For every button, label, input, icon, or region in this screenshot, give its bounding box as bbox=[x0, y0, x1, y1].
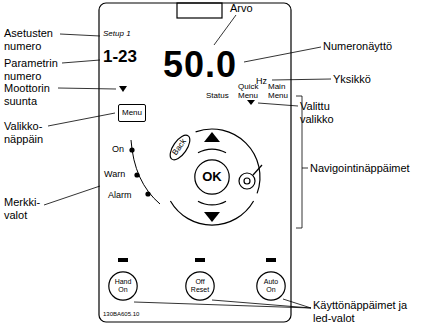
display-text: Setup 1 bbox=[103, 29, 131, 38]
leader-line bbox=[258, 103, 298, 106]
leader-line bbox=[283, 299, 311, 308]
callout-label: Numeronäyttö bbox=[323, 40, 392, 53]
indicator-leds bbox=[145, 191, 150, 196]
callout-label: Valittu valikko bbox=[300, 100, 355, 125]
hand-on-key: Hand On bbox=[108, 271, 138, 301]
callout-label: Parametrin numero bbox=[4, 57, 66, 82]
led-label: Alarm bbox=[108, 190, 132, 200]
leader-line bbox=[272, 79, 331, 80]
label-box: Valittu valikko bbox=[300, 100, 355, 125]
label-box: Main Menu bbox=[268, 82, 290, 100]
display-text: Status bbox=[206, 91, 229, 100]
led-label: Warn bbox=[104, 169, 125, 179]
label-box: Asetusten numero bbox=[4, 27, 64, 52]
led-label: On bbox=[112, 144, 124, 154]
key-led bbox=[195, 258, 205, 262]
label-box: Alarm bbox=[108, 190, 132, 200]
navigation-keys bbox=[196, 129, 260, 193]
key-led bbox=[118, 258, 276, 262]
leader-line bbox=[212, 300, 311, 308]
leader-line bbox=[58, 88, 116, 89]
key-outline bbox=[186, 272, 214, 300]
off-reset-key: Off Reset bbox=[185, 271, 215, 301]
indicator-leds bbox=[129, 140, 160, 204]
drawing-code: 130BA605.10 bbox=[103, 311, 139, 318]
key-led bbox=[118, 258, 128, 262]
indicator-leds bbox=[131, 140, 160, 204]
callout-label: Moottorin suunta bbox=[4, 82, 64, 107]
leader-line bbox=[48, 113, 115, 126]
key-outline bbox=[109, 272, 137, 300]
callout-label: Merkki- valot bbox=[4, 196, 48, 221]
label-box: On bbox=[112, 144, 124, 154]
label-box: Moottorin suunta bbox=[4, 82, 64, 107]
key-led bbox=[266, 258, 276, 262]
indicator-triangle bbox=[119, 86, 127, 92]
label-box: Status bbox=[206, 91, 229, 100]
label-box: Arvo bbox=[230, 2, 253, 15]
navigation-keys bbox=[244, 178, 250, 184]
label-box: 130BA605.10 bbox=[103, 311, 139, 318]
panel-housing bbox=[99, 3, 291, 322]
callout-label: Navigointinäppäimet bbox=[310, 162, 410, 175]
indicator-triangle bbox=[247, 100, 255, 105]
leader-line bbox=[44, 15, 331, 308]
arrow-key bbox=[204, 132, 220, 142]
panel-housing bbox=[99, 3, 291, 322]
label-box: Warn bbox=[104, 169, 125, 179]
indicator-leds bbox=[134, 172, 139, 177]
label-box: Parametrin numero bbox=[4, 57, 66, 82]
label-box: Valikko- näppäin bbox=[4, 120, 54, 145]
navigation-keys bbox=[198, 201, 226, 205]
callout-label: Valikko- näppäin bbox=[4, 120, 54, 145]
label-box: 1-23 bbox=[103, 47, 137, 67]
auto-on-key: Auto On bbox=[256, 271, 286, 301]
navigation-keys bbox=[253, 165, 262, 175]
label-box: Käyttönäppäimet ja led-valot bbox=[313, 299, 413, 324]
display-text: 1-23 bbox=[103, 47, 137, 67]
callout-label: Arvo bbox=[230, 2, 253, 15]
callout-label: Yksikkö bbox=[333, 73, 371, 86]
leader-line bbox=[134, 302, 311, 308]
ok-key: OK bbox=[194, 159, 230, 195]
arrow-key bbox=[204, 212, 220, 222]
navigation-keys bbox=[198, 149, 226, 153]
callout-label: Asetusten numero bbox=[4, 27, 64, 52]
callout-label: Käyttönäppäimet ja led-valot bbox=[313, 299, 413, 324]
panel-housing bbox=[177, 3, 222, 18]
label-box: Numeronäyttö bbox=[323, 40, 392, 53]
display-text: Quick Menu bbox=[238, 82, 264, 100]
label-box: Yksikkö bbox=[333, 73, 371, 86]
label-box: Navigointinäppäimet bbox=[310, 162, 410, 175]
leader-line bbox=[44, 186, 100, 205]
key-label: Auto On bbox=[260, 278, 282, 293]
leader-line bbox=[244, 47, 321, 62]
label-box: Setup 1 bbox=[103, 29, 131, 38]
display-text: 50.0 bbox=[163, 44, 237, 85]
indicator-triangle bbox=[119, 86, 255, 105]
label-box: Quick Menu bbox=[238, 82, 264, 100]
navigation-keys bbox=[170, 201, 253, 225]
key-label: Menu bbox=[122, 109, 142, 118]
key-label: Off Reset bbox=[189, 278, 211, 293]
label-box: 50.0 bbox=[163, 44, 237, 85]
key-label: Hand On bbox=[112, 278, 134, 293]
menu-key: Menu bbox=[118, 104, 146, 122]
leader-line bbox=[62, 60, 100, 63]
label-box: Merkki- valot bbox=[4, 196, 48, 221]
key-outline bbox=[166, 132, 193, 163]
display-text: Main Menu bbox=[268, 82, 290, 100]
navigation-keys bbox=[170, 129, 262, 225]
navigation-keys bbox=[239, 173, 255, 189]
key-outline bbox=[195, 160, 229, 194]
leader-line bbox=[214, 15, 236, 45]
leader-line bbox=[60, 34, 100, 36]
indicator-leds bbox=[129, 147, 134, 152]
back-key: Back bbox=[165, 130, 194, 163]
key-outline bbox=[257, 272, 285, 300]
key-label: OK bbox=[202, 170, 222, 184]
